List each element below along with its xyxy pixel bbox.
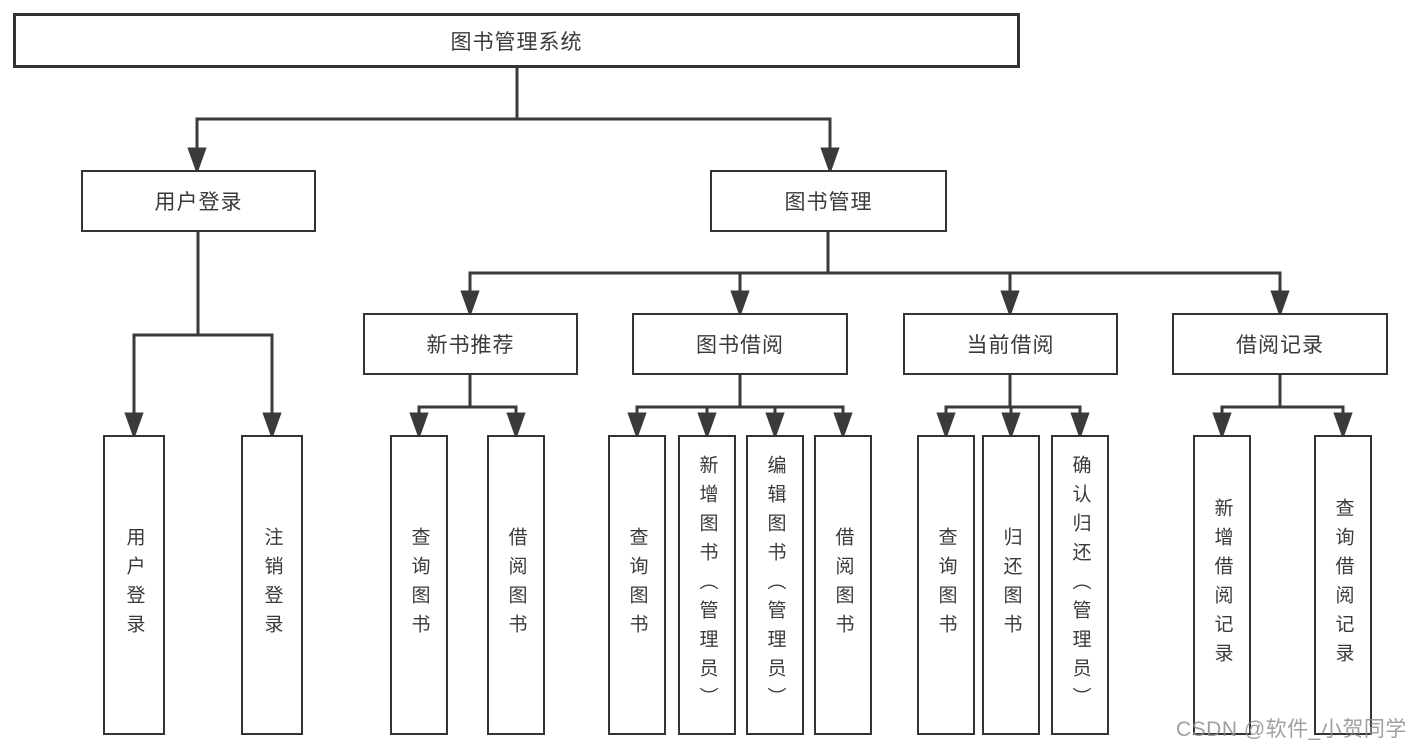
leaf-user-login-label: 用户登录 [123,527,145,643]
leaf-query-books-1: 查询图书 [390,435,448,735]
leaf-user-login: 用户登录 [103,435,165,735]
leaf-edit-book-admin: 编辑图书（管理员） [746,435,804,735]
leaf-query-books-1-label: 查询图书 [408,527,430,643]
connector-root-to-level2 [187,68,840,175]
leaf-logout: 注销登录 [241,435,303,735]
node-borrow-records: 借阅记录 [1172,313,1388,375]
node-book-borrow: 图书借阅 [632,313,848,375]
leaf-query-books-2: 查询图书 [608,435,666,735]
connector-new-book-branch [409,375,526,440]
leaf-borrow-books-1-label: 借阅图书 [505,527,527,643]
leaf-query-books-3-label: 查询图书 [935,527,957,643]
leaf-add-book-admin: 新增图书（管理员） [678,435,736,735]
leaf-add-borrow-record: 新增借阅记录 [1193,435,1251,735]
connector-user-login-branch [124,232,282,440]
connector-current-borrow-branch [936,375,1090,440]
leaf-logout-label: 注销登录 [261,527,283,643]
node-root: 图书管理系统 [13,13,1020,68]
connector-book-borrow-branch [627,375,853,440]
leaf-query-books-2-label: 查询图书 [626,527,648,643]
leaf-confirm-return-admin-label: 确认归还（管理员） [1069,454,1091,716]
leaf-query-borrow-record: 查询借阅记录 [1314,435,1372,735]
node-user-login: 用户登录 [81,170,316,232]
node-new-book-recommend: 新书推荐 [363,313,578,375]
leaf-edit-book-admin-label: 编辑图书（管理员） [764,454,786,716]
leaf-confirm-return-admin: 确认归还（管理员） [1051,435,1109,735]
leaf-return-books: 归还图书 [982,435,1040,735]
leaf-query-borrow-record-label: 查询借阅记录 [1332,498,1354,672]
connector-book-mgmt-to-level3 [460,232,1290,318]
leaf-borrow-books-1: 借阅图书 [487,435,545,735]
leaf-query-books-3: 查询图书 [917,435,975,735]
leaf-add-borrow-record-label: 新增借阅记录 [1211,498,1233,672]
leaf-return-books-label: 归还图书 [1000,527,1022,643]
node-book-management: 图书管理 [710,170,947,232]
connector-borrow-records-branch [1212,375,1353,440]
leaf-add-book-admin-label: 新增图书（管理员） [696,454,718,716]
leaf-borrow-books-2-label: 借阅图书 [832,527,854,643]
watermark-text: CSDN @软件_小贺同学 [1176,718,1405,741]
leaf-borrow-books-2: 借阅图书 [814,435,872,735]
node-current-borrow: 当前借阅 [903,313,1118,375]
